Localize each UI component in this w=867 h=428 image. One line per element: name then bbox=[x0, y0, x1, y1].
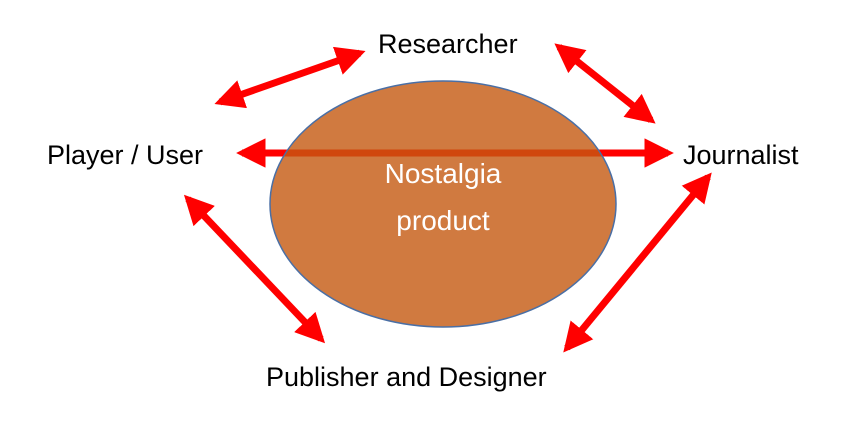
arrow-researcher-journalist bbox=[554, 43, 656, 124]
node-publisher-designer: Publisher and Designer bbox=[266, 362, 547, 392]
node-player-user: Player / User bbox=[47, 140, 204, 170]
arrow-player-publisher bbox=[183, 194, 326, 344]
arrow-journalist-publisher bbox=[563, 172, 712, 353]
node-researcher: Researcher bbox=[378, 29, 518, 59]
center-label-line-1: Nostalgia bbox=[384, 158, 502, 189]
arrow-player-researcher bbox=[214, 46, 366, 109]
center-label-line-2: product bbox=[396, 205, 490, 236]
node-journalist: Journalist bbox=[683, 140, 799, 170]
center-label: Nostalgia product bbox=[343, 150, 543, 244]
